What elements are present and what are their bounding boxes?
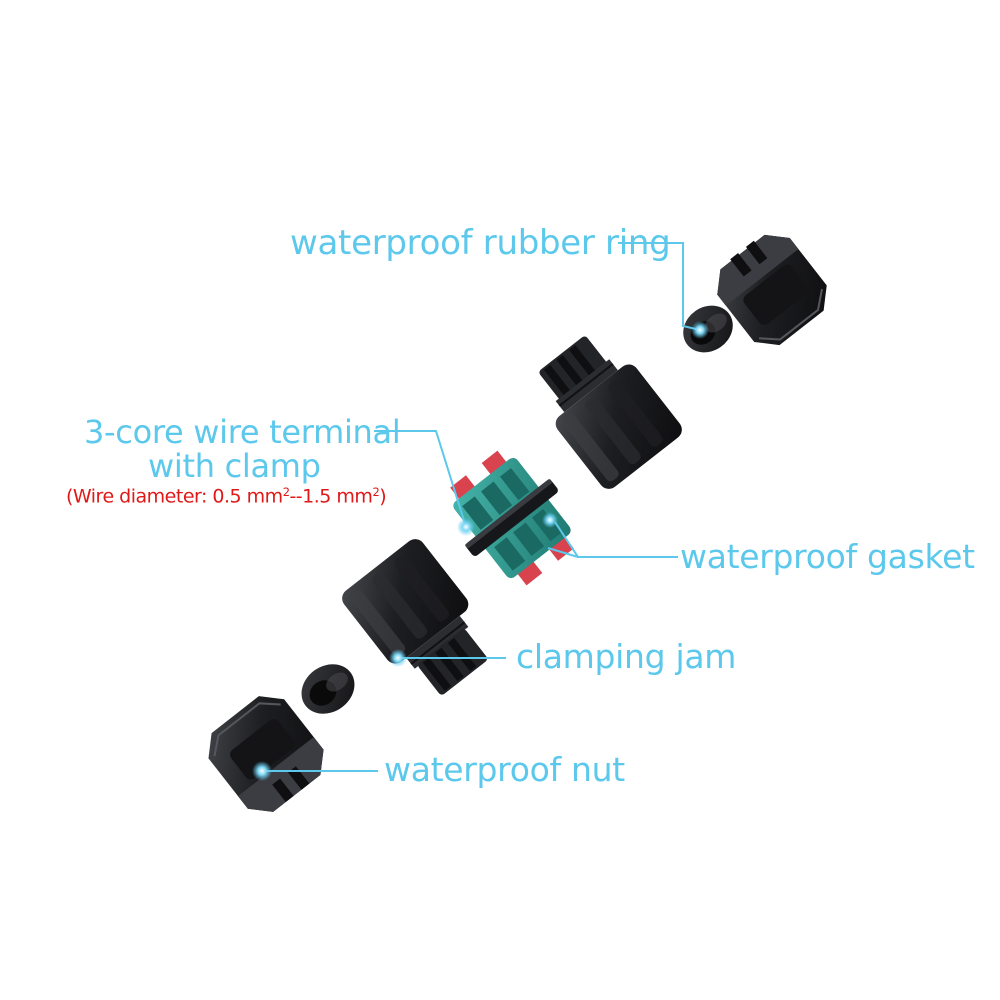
label-nut: waterproof nut [384, 750, 625, 789]
leader-gasket [554, 521, 678, 558]
marker-nut [252, 761, 272, 781]
marker-clamping-jam [389, 649, 407, 667]
pointer-markers [252, 321, 709, 781]
bottom-waterproof-nut [208, 696, 324, 812]
label-gasket: waterproof gasket [680, 537, 975, 576]
wire-sup2: 2 [372, 485, 380, 499]
leader-lines [262, 242, 701, 772]
terminal-block [450, 450, 574, 586]
label-terminal-line2: with clamp [148, 447, 321, 485]
label-clamping-jam: clamping jam [516, 637, 737, 676]
label-terminal-line1: 3-core wire terminal [84, 413, 401, 451]
marker-rubber-ring [691, 321, 709, 339]
lower-clamping-body [342, 539, 487, 695]
label-rubber-ring: waterproof rubber ring [290, 223, 671, 263]
wire-prefix: (Wire diameter: 0.5 mm [66, 485, 283, 508]
wire-suffix: ) [379, 485, 387, 508]
wire-middle: --1.5 mm [289, 485, 373, 508]
wire-sup1: 2 [282, 485, 290, 499]
upper-clamping-body [539, 336, 682, 489]
top-waterproof-nut [717, 234, 827, 346]
bottom-rubber-ring [301, 664, 355, 714]
marker-terminal [457, 518, 475, 536]
marker-gasket [542, 512, 558, 528]
leader-gasket-2 [547, 547, 579, 558]
label-wire-diameter: (Wire diameter: 0.5 mm2--1.5 mm2) [66, 485, 387, 508]
leader-terminal [374, 430, 467, 528]
